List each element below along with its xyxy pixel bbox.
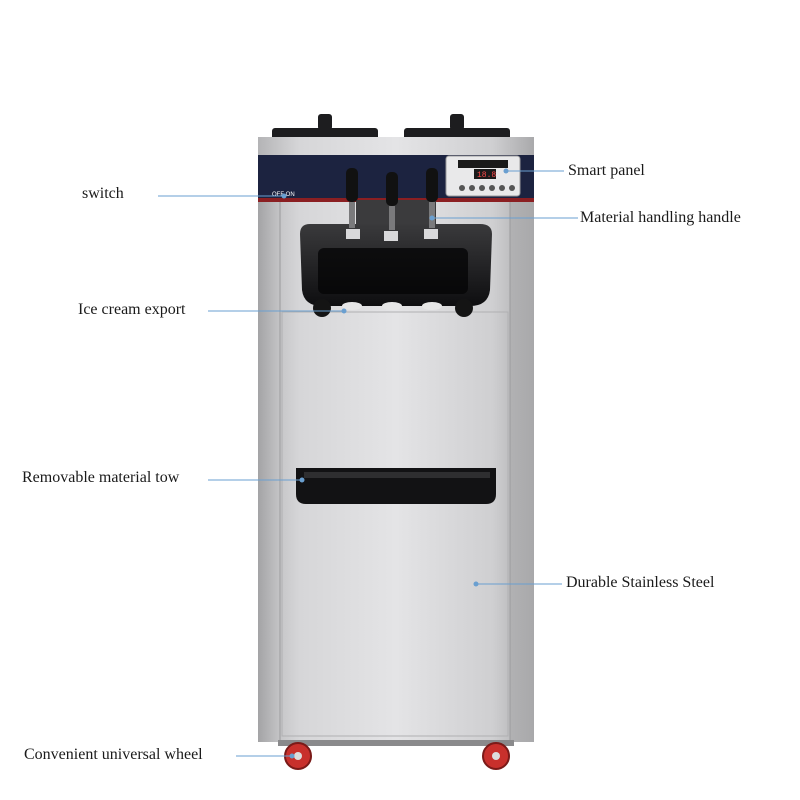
leader-lines <box>158 170 578 757</box>
lower-door <box>281 311 509 737</box>
label-smart-panel: Smart panel <box>568 162 645 179</box>
label-removable-material-tow: Removable material tow <box>22 469 180 486</box>
dispenser-head <box>300 200 492 317</box>
leader-dots <box>281 168 509 759</box>
universal-wheels <box>278 740 514 770</box>
hopper-lids <box>272 114 510 140</box>
label-switch: switch <box>82 185 124 202</box>
material-handling-handles[interactable] <box>346 168 438 241</box>
removable-drip-tray[interactable] <box>296 468 496 504</box>
label-convenient-universal-wheel: Convenient universal wheel <box>24 746 203 763</box>
svg-text:18.8: 18.8 <box>477 171 496 180</box>
label-ice-cream-export: Ice cream export <box>78 301 186 318</box>
smart-panel-display[interactable]: 18.8 <box>445 155 521 197</box>
label-durable-stainless-steel: Durable Stainless Steel <box>566 574 715 591</box>
ice-cream-nozzles <box>342 302 442 310</box>
label-material-handling-handle: Material handling handle <box>580 209 741 226</box>
top-cover <box>258 137 534 157</box>
